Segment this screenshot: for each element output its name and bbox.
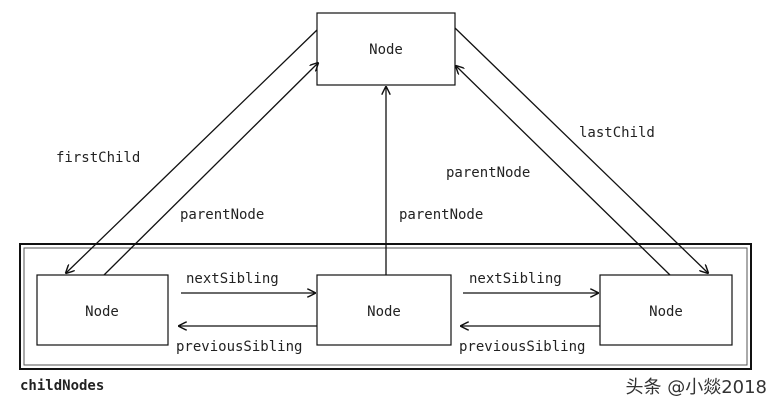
left-node-box bbox=[36, 274, 169, 346]
middle-node-box bbox=[316, 274, 452, 346]
top-node-box bbox=[316, 12, 456, 86]
parent-node-left-label: parentNode bbox=[180, 207, 264, 223]
middle-node-label: Node bbox=[367, 304, 401, 320]
previous-sibling-label-2: previousSibling bbox=[459, 339, 585, 355]
parent-node-right-arrow bbox=[456, 66, 671, 276]
parent-node-middle-label: parentNode bbox=[399, 207, 483, 223]
parent-node-left-arrow bbox=[103, 63, 318, 276]
left-node-label: Node bbox=[85, 304, 119, 320]
top-node-label: Node bbox=[369, 42, 403, 58]
first-child-label: firstChild bbox=[56, 150, 140, 166]
first-child-arrow bbox=[66, 29, 318, 273]
right-node-box bbox=[599, 274, 733, 346]
previous-sibling-label-1: previousSibling bbox=[176, 339, 302, 355]
right-node-label: Node bbox=[649, 304, 683, 320]
child-nodes-label: childNodes bbox=[20, 378, 104, 394]
last-child-label: lastChild bbox=[579, 125, 655, 141]
next-sibling-label-1: nextSibling bbox=[186, 271, 279, 287]
watermark-text: 头条 @小燚2018 bbox=[625, 377, 767, 398]
last-child-arrow bbox=[454, 27, 708, 273]
next-sibling-label-2: nextSibling bbox=[469, 271, 562, 287]
parent-node-right-label: parentNode bbox=[446, 165, 530, 181]
